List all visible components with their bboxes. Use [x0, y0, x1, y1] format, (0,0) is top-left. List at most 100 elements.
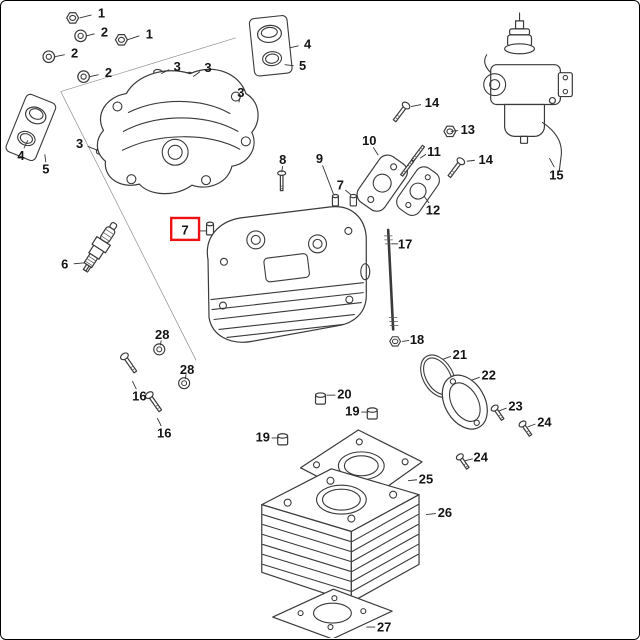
- leader-line: [86, 33, 95, 37]
- cover-screw: [454, 451, 472, 472]
- part-number-12[interactable]: 12: [426, 203, 440, 218]
- part-number-25[interactable]: 25: [419, 471, 433, 486]
- side-bolt: [143, 389, 165, 414]
- part-number-28[interactable]: 28: [155, 327, 169, 342]
- leader-line: [471, 376, 480, 381]
- manifold-gasket: [396, 166, 440, 216]
- leader-line: [89, 74, 99, 78]
- leader-line: [192, 71, 201, 78]
- part-number-15[interactable]: 15: [549, 168, 563, 183]
- part-number-4[interactable]: 4: [304, 36, 312, 51]
- sealing-washer: [153, 343, 166, 356]
- washer: [74, 29, 87, 43]
- leader-line: [410, 104, 422, 107]
- part-number-3[interactable]: 3: [174, 59, 181, 74]
- leader-line: [156, 417, 162, 427]
- leader-line: [527, 423, 536, 428]
- leader-line: [289, 45, 299, 49]
- side-cover: [441, 374, 488, 430]
- part-number-22[interactable]: 22: [482, 368, 496, 383]
- part-number-19[interactable]: 19: [345, 404, 359, 419]
- leader-line: [419, 153, 427, 159]
- leader-line: [423, 195, 430, 204]
- intake-manifold: [356, 154, 408, 212]
- part-number-17[interactable]: 17: [398, 236, 412, 251]
- selected-part-highlight: [170, 216, 201, 242]
- carburetor: [483, 12, 573, 171]
- part-number-10[interactable]: 10: [362, 133, 376, 148]
- leader-line: [408, 479, 418, 482]
- valve-guide: [205, 221, 215, 236]
- rubber-cap: [366, 407, 378, 420]
- part-number-7[interactable]: 7: [337, 178, 344, 193]
- part-number-21[interactable]: 21: [453, 347, 467, 362]
- leader-line: [161, 69, 170, 75]
- cylinder-head-cover: [96, 68, 259, 195]
- part-number-24[interactable]: 24: [474, 449, 489, 464]
- cover-screw: [489, 403, 507, 423]
- acorn-nut: [66, 12, 80, 24]
- part-number-28[interactable]: 28: [180, 362, 194, 377]
- part-number-16[interactable]: 16: [132, 389, 146, 404]
- part-number-3[interactable]: 3: [204, 60, 211, 75]
- cylinder-stud: [383, 228, 399, 331]
- part-number-27[interactable]: 27: [377, 620, 391, 635]
- part-number-2[interactable]: 2: [105, 65, 112, 80]
- valve-guide: [349, 193, 358, 207]
- leader-line: [131, 381, 137, 390]
- leader-line: [402, 339, 410, 342]
- part-number-8[interactable]: 8: [279, 152, 286, 167]
- part-number-20[interactable]: 20: [337, 387, 351, 402]
- part-number-26[interactable]: 26: [438, 505, 452, 520]
- part-number-11[interactable]: 11: [427, 144, 441, 159]
- part-number-7[interactable]: 7: [182, 222, 189, 237]
- part-number-3[interactable]: 3: [76, 136, 83, 151]
- leader-line: [44, 154, 47, 163]
- part-number-9[interactable]: 9: [316, 151, 323, 166]
- base-gasket: [272, 588, 393, 638]
- side-bolt: [118, 350, 140, 375]
- leader-line: [54, 54, 65, 58]
- acorn-nut: [114, 34, 129, 46]
- part-number-16[interactable]: 16: [157, 425, 171, 440]
- part-number-23[interactable]: 23: [508, 399, 522, 414]
- part-number-1[interactable]: 1: [98, 5, 105, 20]
- leader-line: [322, 165, 334, 195]
- leader-line: [159, 340, 162, 346]
- leader-line: [79, 14, 92, 19]
- part-number-3[interactable]: 3: [237, 85, 244, 100]
- leader-line: [464, 458, 473, 462]
- washer: [42, 50, 56, 64]
- part-number-14[interactable]: 14: [479, 152, 494, 167]
- manifold-stud: [411, 144, 426, 162]
- leader-line: [549, 158, 555, 168]
- spark-plug: [82, 221, 118, 273]
- small-screw: [277, 170, 287, 192]
- part-number-19[interactable]: 19: [256, 429, 270, 444]
- part-number-13[interactable]: 13: [461, 122, 475, 137]
- leader-line: [23, 140, 29, 149]
- leader-line: [345, 189, 352, 196]
- rubber-cap: [277, 433, 289, 446]
- inspection-cap-set-top: [248, 15, 293, 77]
- stud-nut: [389, 336, 402, 347]
- part-number-2[interactable]: 2: [101, 24, 108, 39]
- part-number-2[interactable]: 2: [71, 45, 78, 60]
- part-number-5[interactable]: 5: [299, 58, 306, 73]
- part-number-24[interactable]: 24: [537, 415, 552, 430]
- dowel-pin: [331, 193, 340, 207]
- part-number-18[interactable]: 18: [410, 332, 424, 347]
- cover-screw: [517, 419, 535, 439]
- leader-line: [372, 147, 379, 156]
- part-number-5[interactable]: 5: [42, 162, 49, 177]
- leader-line: [450, 129, 458, 132]
- flange-bolt: [445, 155, 467, 180]
- part-number-4[interactable]: 4: [17, 148, 25, 163]
- part-number-1[interactable]: 1: [146, 26, 153, 41]
- part-number-14[interactable]: 14: [425, 95, 440, 110]
- part-number-6[interactable]: 6: [61, 256, 68, 271]
- flange-nut: [443, 125, 457, 138]
